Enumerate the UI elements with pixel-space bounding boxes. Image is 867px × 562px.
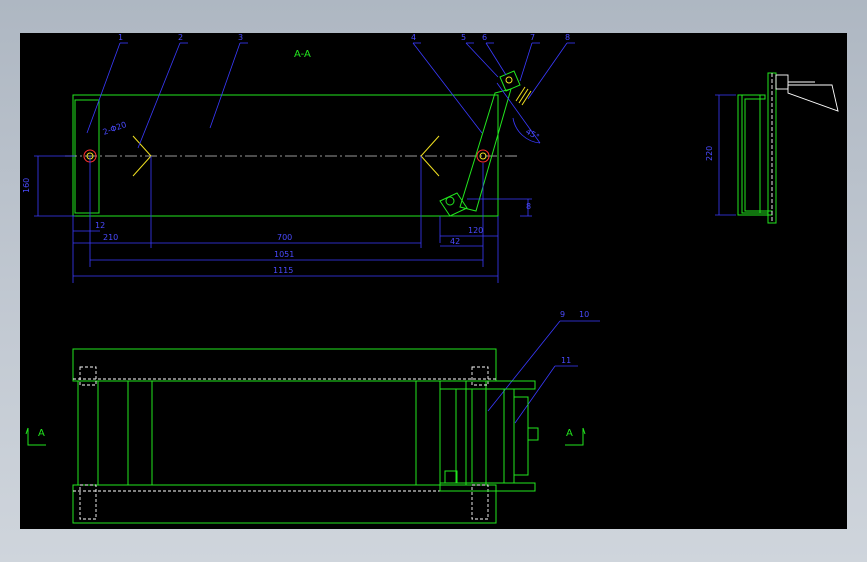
- dimensions: [34, 155, 532, 283]
- dim-1115: 1115: [273, 266, 293, 275]
- part-label-10: 10: [579, 310, 589, 319]
- arm-foot-bolt: [445, 196, 455, 206]
- arm-angle-ref: [496, 82, 541, 144]
- angle-note: 45°: [524, 127, 541, 142]
- front-inner-left-post: [127, 380, 153, 486]
- side-bolt-head: [775, 74, 789, 90]
- front-bolt-br: [471, 484, 489, 520]
- front-bracket-side: [503, 388, 515, 484]
- top-plate-outline: [72, 94, 499, 217]
- side-arm: [787, 84, 839, 112]
- dim-210: 210: [103, 233, 118, 242]
- cad-drawing: A-A 1 2 3 4 5 6 7 8 9 10 11 2-Φ20 45°: [22, 33, 839, 524]
- front-bracket-nut: [444, 470, 458, 484]
- front-bracket-clamp: [513, 396, 529, 476]
- arm-weld-3: [521, 90, 532, 106]
- front-inner-right-post: [415, 380, 441, 486]
- part-label-6: 6: [482, 33, 487, 42]
- front-bracket-web: [455, 388, 473, 484]
- part-label-4: 4: [411, 33, 416, 42]
- cad-viewport[interactable]: A-A 1 2 3 4 5 6 7 8 9 10 11 2-Φ20 45°: [20, 33, 847, 529]
- side-channel-outline: [737, 94, 773, 216]
- arm-foot-bracket: [439, 192, 468, 217]
- part-label-2: 2: [178, 33, 183, 42]
- side-view: 220: [705, 72, 839, 224]
- part-label-9: 9: [560, 310, 565, 319]
- section-arrow-right: A: [565, 427, 586, 446]
- part-label-8: 8: [565, 33, 570, 42]
- dim-12: 12: [95, 221, 105, 230]
- front-bolt-bl: [79, 484, 97, 520]
- dim-1051: 1051: [274, 250, 294, 259]
- side-channel: [741, 95, 769, 214]
- arm-top-bolt: [505, 76, 513, 84]
- part-label-11: 11: [561, 356, 571, 365]
- front-bottom-plate: [72, 484, 497, 524]
- dim-small: 8: [526, 202, 531, 211]
- section-arrow-right-label: A: [566, 428, 573, 439]
- front-bracket-top: [439, 380, 536, 390]
- front-view: [72, 348, 539, 524]
- right-hole-inner: [479, 152, 487, 160]
- right-hole: [476, 149, 490, 163]
- front-bracket-knob: [527, 427, 539, 441]
- dimension-values: 160 12 210 700 1051 1115 120 42 8: [22, 178, 531, 275]
- section-arrow-left: A: [25, 427, 46, 446]
- part-label-1: 1: [118, 33, 123, 42]
- front-bolt-tl: [79, 366, 97, 386]
- top-view: [65, 70, 541, 217]
- dim-height-left: 160: [22, 178, 31, 193]
- front-bracket-bottom: [439, 482, 536, 492]
- hole-note: 2-Φ20: [102, 120, 128, 137]
- arm-angle-arc: [512, 117, 541, 144]
- front-top-plate: [72, 348, 497, 382]
- front-bolt-tr: [471, 366, 489, 386]
- part-label-group: 1 2 3 4 5 6 7 8 9 10 11: [118, 33, 589, 365]
- front-right-post: [465, 380, 487, 486]
- part-label-3: 3: [238, 33, 243, 42]
- front-left-post: [77, 380, 99, 486]
- dim-42: 42: [450, 237, 460, 246]
- section-title: A-A: [294, 49, 311, 60]
- part-label-5: 5: [461, 33, 466, 42]
- arm-top-bracket: [499, 70, 521, 92]
- arm-weld-2: [518, 88, 529, 104]
- part-label-7: 7: [530, 33, 535, 42]
- part-leaders: [86, 42, 600, 424]
- dim-700: 700: [277, 233, 292, 242]
- side-dim-height: 220: [705, 146, 714, 161]
- left-slot: [74, 99, 100, 214]
- section-arrow-left-label: A: [38, 428, 45, 439]
- dim-120: 120: [468, 226, 483, 235]
- arm-weld-1: [515, 86, 526, 102]
